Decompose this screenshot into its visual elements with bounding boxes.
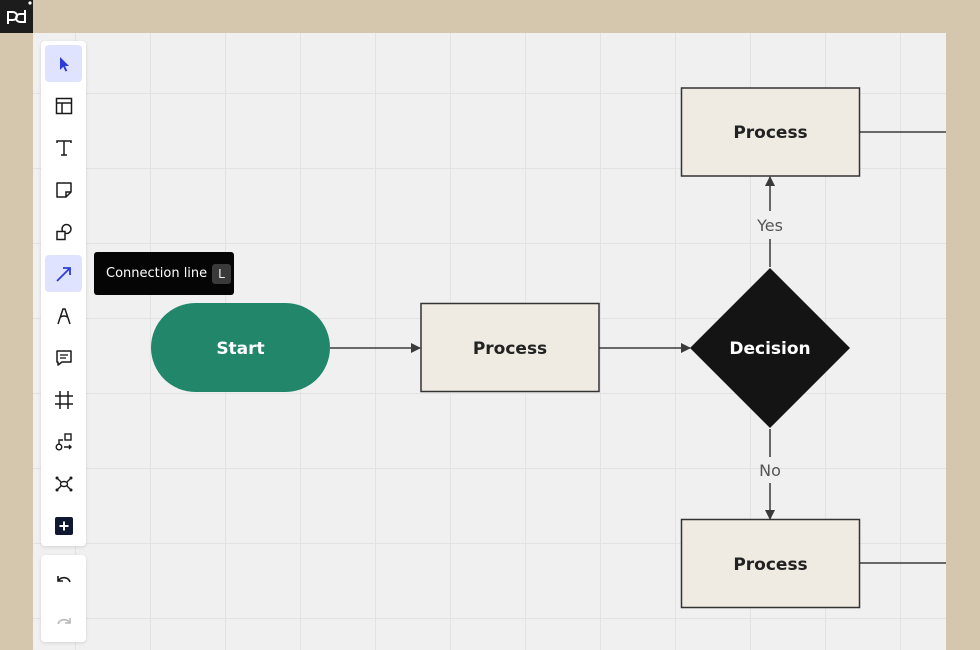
node-process-main-label: Process	[473, 339, 547, 359]
comment-icon	[55, 349, 72, 366]
undo-button[interactable]	[45, 561, 82, 598]
sticky-note-icon	[55, 181, 72, 198]
pen-tool-button[interactable]	[45, 297, 82, 334]
undo-icon	[56, 575, 71, 582]
template-tool-button[interactable]	[45, 87, 82, 124]
tooltip-shortcut-key: L	[212, 263, 231, 284]
edge-label-yes: Yes	[756, 216, 783, 235]
node-decision-label: Decision	[729, 339, 810, 359]
whiteboard-canvas[interactable]: Yes No Start Process Decision Process Pr…	[33, 33, 946, 650]
plus-square-icon	[54, 516, 73, 535]
node-process-top[interactable]: Process	[680, 87, 861, 177]
text-tool-button[interactable]	[45, 129, 82, 166]
frame-tool-button[interactable]	[45, 381, 82, 418]
more-tools-button[interactable]	[45, 507, 82, 544]
layout-template-icon	[55, 97, 72, 114]
connection-arrow-icon	[55, 266, 71, 282]
edge-label-no: No	[759, 461, 781, 480]
text-t-icon	[55, 139, 72, 156]
tooltip-connection-line: Connection line L	[94, 252, 234, 295]
shapes-tool-button[interactable]	[45, 213, 82, 250]
flowchart: Yes No Start Process Decision Process Pr…	[151, 87, 946, 609]
connection-line-tool-button[interactable]	[45, 255, 82, 292]
pen-icon	[56, 307, 71, 324]
history-toolbar	[41, 555, 86, 642]
frame-icon	[54, 390, 73, 409]
node-process-main[interactable]: Process	[420, 302, 600, 393]
node-start-label: Start	[216, 339, 264, 359]
redo-icon	[56, 617, 71, 624]
redo-button[interactable]	[45, 603, 82, 640]
comment-tool-button[interactable]	[45, 339, 82, 376]
node-decision[interactable]: Decision	[690, 268, 850, 428]
diagram-flow-icon	[55, 432, 72, 450]
select-tool-button[interactable]	[45, 45, 82, 82]
tooltip-label: Connection line	[106, 266, 208, 281]
shapes-icon	[55, 223, 72, 240]
mindmap-icon	[55, 476, 72, 491]
diagram-tool-button[interactable]	[45, 423, 82, 460]
sticky-note-tool-button[interactable]	[45, 171, 82, 208]
node-process-bottom-label: Process	[733, 555, 807, 575]
node-start[interactable]: Start	[151, 303, 330, 392]
node-process-top-label: Process	[733, 123, 807, 143]
app-logo[interactable]	[0, 0, 33, 33]
mindmap-tool-button[interactable]	[45, 465, 82, 502]
cursor-arrow-icon	[59, 56, 69, 71]
node-process-bottom[interactable]: Process	[680, 518, 861, 609]
pd-logo-icon	[7, 1, 32, 24]
main-toolbar	[41, 41, 86, 546]
